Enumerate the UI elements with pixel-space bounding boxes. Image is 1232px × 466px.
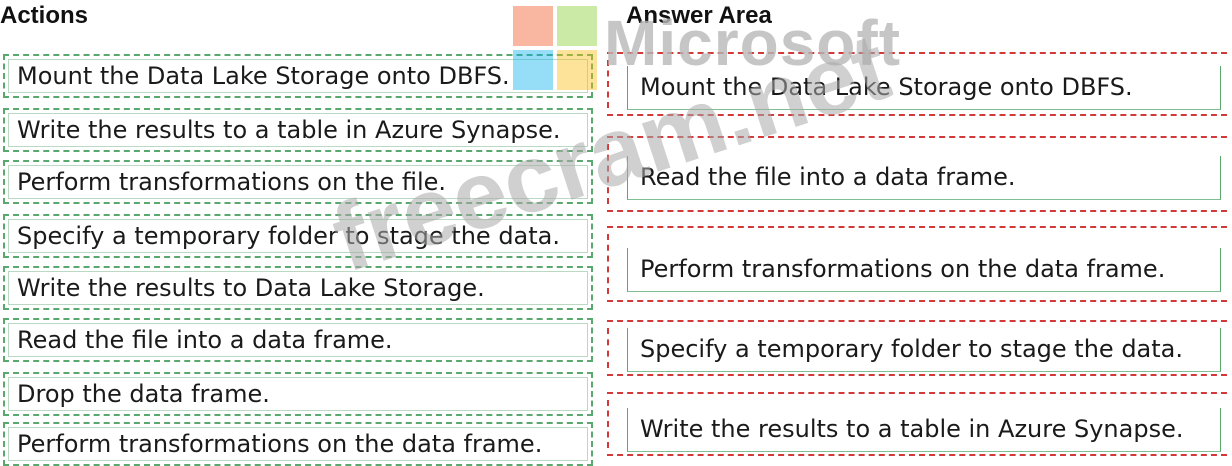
action-item[interactable]: Read the file into a data frame. <box>3 318 593 362</box>
actions-heading: Actions <box>0 2 89 29</box>
answer-slot[interactable]: Mount the Data Lake Storage onto DBFS. <box>607 52 1227 116</box>
action-item[interactable]: Drop the data frame. <box>3 372 593 416</box>
answer-item[interactable]: Specify a temporary folder to stage the … <box>627 328 1221 372</box>
slot-border <box>607 144 609 204</box>
answer-slot[interactable]: Specify a temporary folder to stage the … <box>607 320 1227 376</box>
answer-item[interactable]: Write the results to a table in Azure Sy… <box>627 408 1221 452</box>
action-item[interactable]: Specify a temporary folder to stage the … <box>3 214 593 258</box>
answer-item[interactable]: Perform transformations on the data fram… <box>627 248 1221 292</box>
slot-border <box>607 400 609 448</box>
action-item[interactable]: Perform transformations on the file. <box>3 160 593 204</box>
answer-slot[interactable]: Perform transformations on the data fram… <box>607 226 1227 302</box>
action-item[interactable]: Write the results to a table in Azure Sy… <box>3 108 593 152</box>
action-item[interactable]: Perform transformations on the data fram… <box>3 422 593 466</box>
answer-item[interactable]: Read the file into a data frame. <box>627 156 1221 200</box>
slot-border <box>607 328 609 368</box>
slot-border <box>607 234 609 294</box>
answer-slot[interactable]: Read the file into a data frame. <box>607 136 1227 212</box>
action-item[interactable]: Write the results to Data Lake Storage. <box>3 266 593 310</box>
answer-area-heading: Answer Area <box>626 2 772 29</box>
answer-item[interactable]: Mount the Data Lake Storage onto DBFS. <box>627 66 1221 110</box>
slot-border <box>607 60 609 108</box>
answer-slot[interactable]: Write the results to a table in Azure Sy… <box>607 392 1227 456</box>
action-item[interactable]: Mount the Data Lake Storage onto DBFS. <box>3 54 593 98</box>
